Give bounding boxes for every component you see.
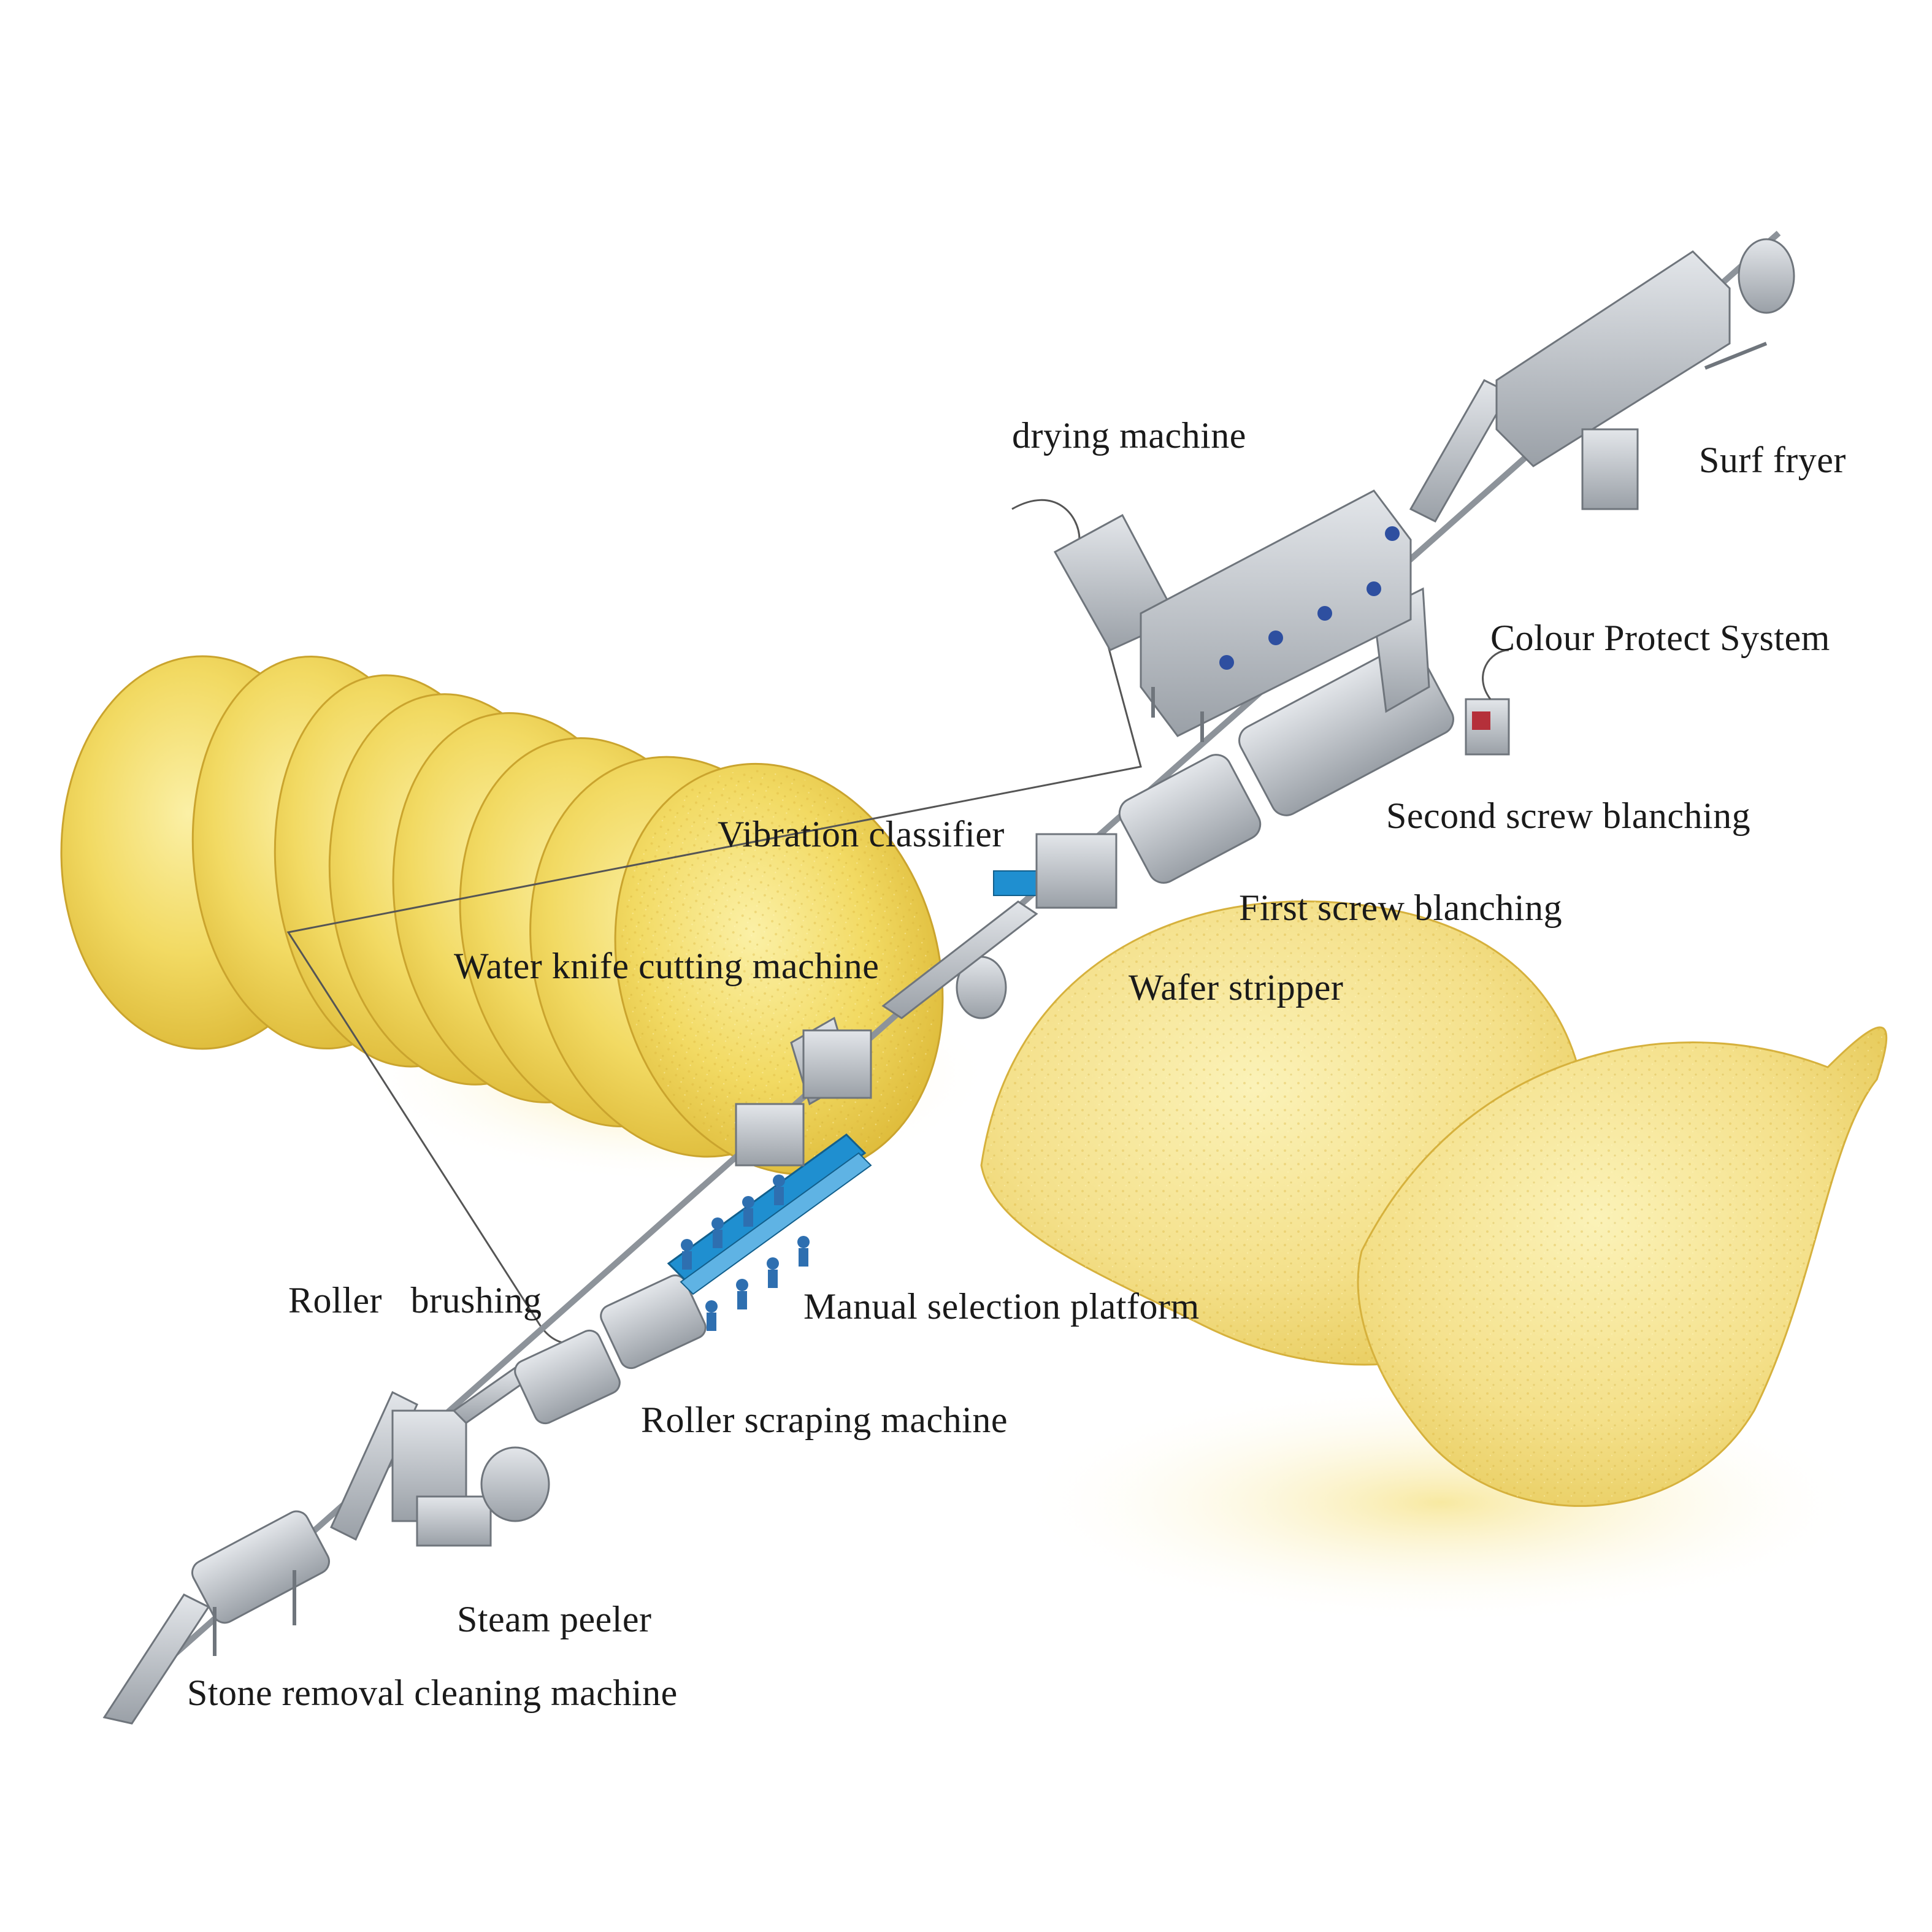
label-steam-peeler: Steam peeler: [457, 1599, 652, 1639]
roller-scraping-machine: [600, 1274, 707, 1370]
label-first-screw-blanching: First screw blanching: [1239, 887, 1563, 928]
label-water-knife-cutting-machine: Water knife cutting machine: [454, 946, 880, 986]
stacked-chips-illustration: [60, 655, 994, 1184]
vibration-classifier: [881, 833, 1117, 1019]
label-stone-removal-cleaning-machine: Stone removal cleaning machine: [187, 1673, 678, 1713]
processing-line: [102, 231, 1795, 1725]
surf-fryer: [1495, 238, 1795, 510]
wafer-stripper: [802, 956, 1007, 1099]
label-roller-brushing: Roller brushing: [288, 1280, 542, 1321]
label-roller-scraping-machine: Roller scraping machine: [641, 1400, 1008, 1440]
loose-chips-illustration: [980, 900, 1888, 1625]
steam-peeler: [330, 1367, 550, 1547]
label-vibration-classifier: Vibration classifier: [718, 814, 1005, 854]
worker-figures: [681, 1175, 810, 1331]
stone-removal-cleaning-machine: [102, 1510, 330, 1725]
label-surf-fryer: Surf fryer: [1699, 440, 1846, 480]
label-colour-protect-system: Colour Protect System: [1490, 618, 1830, 658]
colour-protect-system: [1465, 649, 1510, 756]
label-second-screw-blanching: Second screw blanching: [1386, 795, 1751, 836]
label-wafer-stripper: Wafer stripper: [1129, 967, 1344, 1008]
roller-brushing-machine: [514, 1329, 621, 1425]
manual-selection-platform: [667, 1133, 872, 1331]
label-drying-machine: drying machine: [1012, 415, 1246, 456]
drying-machine: [1053, 489, 1412, 742]
label-manual-selection-platform: Manual selection platform: [803, 1286, 1200, 1327]
first-screw-blanching-machine: [1118, 754, 1262, 884]
